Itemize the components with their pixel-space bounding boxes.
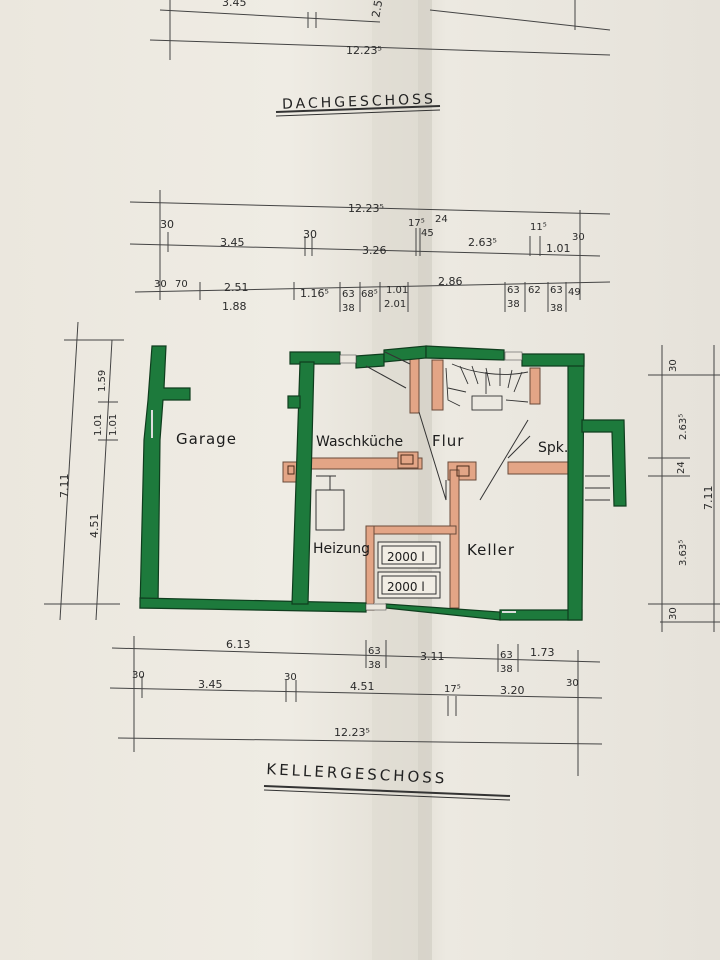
tank-label-2: 2000 l [387, 580, 425, 594]
dim-top-fragment-a: 3.45 [222, 0, 247, 9]
dim-upper-r2-5: 68⁵ [361, 289, 378, 300]
dim-upper-r2b-1: 38 [342, 303, 355, 314]
dim-upper-r2-1: 70 [175, 279, 188, 290]
dim-upper-r1-6: 2.63⁵ [468, 236, 497, 249]
title-basement-underline-2 [263, 789, 511, 801]
dim-lower-r2-2: 30 [284, 672, 297, 683]
paper-fold-crease [418, 0, 432, 960]
dim-upper-r2b-2: 2.01 [384, 299, 406, 310]
dim-upper-r1-3: 3.26 [362, 244, 387, 257]
dim-left-d: 1.59 [97, 370, 108, 392]
room-label-pantry: Spk. [538, 440, 568, 456]
left-dimension-lines [44, 321, 124, 621]
interior-wall-details [287, 454, 470, 477]
dim-left-c: 1.01 [108, 414, 119, 436]
dim-upper-r2-3: 1.16⁵ [300, 287, 329, 300]
dim-upper-r2b-4: 38 [550, 303, 563, 314]
top-dimension-lines [149, 0, 611, 60]
title-basement-underline [263, 785, 511, 797]
staircase [445, 363, 529, 411]
dim-upper-r2-10: 63 [550, 285, 563, 296]
dim-upper-r2-7: 2.86 [438, 275, 463, 288]
dim-lower-total: 12.23⁵ [334, 726, 370, 739]
dim-upper-r1-8: 1.01 [546, 242, 571, 255]
dim-upper-r1-4: 17⁵ [408, 218, 425, 229]
dim-upper-r2-0: 30 [154, 279, 167, 290]
dim-upper-r1-1: 3.45 [220, 236, 245, 249]
room-label-hall: Flur [432, 432, 464, 450]
dim-lower-r1-6: 1.73 [530, 646, 555, 659]
dim-upper-r1-0: 30 [160, 218, 174, 231]
dim-right-c: 24 [676, 461, 687, 474]
dim-lower-r2-6: 30 [566, 678, 579, 689]
room-label-laundry: Waschküche [316, 434, 403, 450]
dim-top-fragment-b: 2.5 [369, 0, 385, 18]
dim-lower-r2-3: 4.51 [350, 680, 375, 693]
dim-right-d: 3.63⁵ [678, 540, 689, 566]
lower-dimension-lines [109, 636, 603, 776]
dim-upper-r2-6: 1.01 [386, 285, 408, 296]
dim-upper-r1-9: 30 [572, 232, 585, 243]
room-label-cellar: Keller [467, 541, 515, 559]
dim-lower-r1-0: 6.13 [226, 638, 251, 651]
dim-upper-r2-9: 62 [528, 285, 541, 296]
oil-tanks [377, 541, 441, 599]
room-label-heating: Heizung [313, 541, 370, 557]
door-swings [365, 351, 610, 501]
dim-lower-r2-4: 17⁵ [444, 684, 461, 695]
tank-label-1: 2000 l [387, 550, 425, 564]
dim-right-a: 30 [668, 359, 679, 372]
dim-upper-r2b-0: 1.88 [222, 300, 247, 313]
dim-upper-r1-extra: 45 [421, 228, 434, 239]
dim-upper-r1-2: 30 [303, 228, 317, 241]
dim-upper-r2-4: 63 [342, 289, 355, 300]
dim-upper-r2b-3: 38 [507, 299, 520, 310]
title-upper-underline-2 [275, 109, 441, 117]
dim-upper-r1-7: 11⁵ [530, 222, 547, 233]
dim-right-total: 7.11 [702, 486, 715, 511]
dim-top-total: 12.23⁵ [346, 44, 382, 57]
dim-lower-r1-5: 38 [500, 664, 513, 675]
dim-lower-r1-1: 63 [368, 646, 381, 657]
right-dimension-lines [648, 345, 720, 632]
room-label-garage: Garage [176, 430, 237, 448]
upper-dimension-lines [129, 190, 611, 312]
window-openings [339, 351, 523, 611]
dim-right-b: 2.63⁵ [678, 414, 689, 440]
dim-lower-r1-2: 38 [368, 660, 381, 671]
boiler [315, 475, 345, 531]
dim-left-b: 1.01 [93, 414, 104, 436]
dim-upper-r2-2: 2.51 [224, 281, 249, 294]
dim-left-total: 7.11 [58, 474, 71, 499]
dim-right-e: 30 [668, 607, 679, 620]
dim-lower-r1-3: 3.11 [420, 650, 445, 663]
dim-lower-r2-5: 3.20 [500, 684, 525, 697]
dim-lower-r1-4: 63 [500, 650, 513, 661]
dim-left-a: 4.51 [88, 514, 101, 539]
title-upper-underline [275, 105, 441, 113]
dim-upper-total: 12.23⁵ [348, 202, 384, 215]
dim-upper-r2-11: 49 [568, 287, 581, 298]
dim-lower-r2-0: 30 [132, 670, 145, 681]
dim-upper-r2-8: 63 [507, 285, 520, 296]
dim-upper-r1-5: 24 [435, 214, 448, 225]
dim-lower-r2-1: 3.45 [198, 678, 223, 691]
